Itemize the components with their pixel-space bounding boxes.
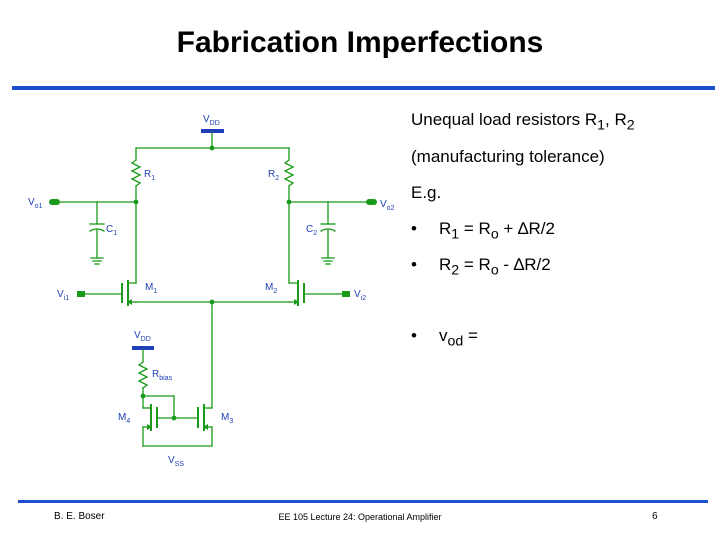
m2-arrow-icon bbox=[294, 299, 299, 305]
vdd-bias-label: V bbox=[134, 330, 141, 341]
note-line-resistors: Unequal load resistors R1, R2 bbox=[411, 110, 635, 134]
vdd-top-label: V bbox=[203, 114, 210, 125]
note-line-tolerance: (manufacturing tolerance) bbox=[411, 147, 605, 166]
c2-plate-bottom bbox=[320, 228, 336, 232]
vss-label: V bbox=[168, 455, 175, 466]
footer-page-number: 6 bbox=[652, 511, 658, 522]
footer-author: B. E. Boser bbox=[54, 511, 105, 522]
svg-text:R2: R2 bbox=[268, 169, 279, 182]
r2-resistor bbox=[283, 159, 295, 187]
svg-text:Rbias: Rbias bbox=[152, 369, 173, 382]
svg-text:M4: M4 bbox=[118, 412, 130, 425]
svg-text:C1: C1 bbox=[106, 224, 117, 237]
vi1-label: V bbox=[57, 289, 64, 300]
m3-label: M bbox=[221, 412, 229, 423]
title-divider bbox=[12, 86, 715, 90]
vo2-label: V bbox=[380, 199, 387, 210]
bullet-icon: • bbox=[411, 219, 417, 238]
r2-label: R bbox=[268, 169, 275, 180]
vo1-terminal bbox=[49, 199, 60, 205]
bullet-r1: •R1 = Ro + ∆R/2 bbox=[411, 219, 555, 243]
svg-text:M1: M1 bbox=[145, 282, 157, 295]
differential-amplifier-schematic: VDD R1 R2 Vo1 Vo2 C1 C2 M1 M2 Vi1 Vi2 VD… bbox=[28, 114, 395, 468]
vi2-label: V bbox=[354, 289, 361, 300]
svg-text:VSS: VSS bbox=[168, 455, 184, 468]
note-line-eg: E.g. bbox=[411, 183, 442, 202]
vi1-terminal bbox=[77, 291, 85, 297]
vo2-terminal bbox=[366, 199, 377, 205]
m4-label: M bbox=[118, 412, 126, 423]
m4-arrow-icon bbox=[147, 424, 152, 430]
footer-course: EE 105 Lecture 24: Operational Amplifier bbox=[278, 512, 442, 522]
slide-title: Fabrication Imperfections bbox=[176, 26, 544, 59]
rbias-resistor bbox=[137, 361, 149, 389]
c1-plate-bottom bbox=[89, 228, 105, 232]
m1-arrow-icon bbox=[127, 299, 132, 305]
svg-text:VDD: VDD bbox=[203, 114, 220, 127]
svg-text:Vo1: Vo1 bbox=[28, 197, 43, 210]
vi2-terminal bbox=[342, 291, 350, 297]
m1-label: M bbox=[145, 282, 153, 293]
vo1-label: V bbox=[28, 197, 35, 208]
svg-text:Vi2: Vi2 bbox=[354, 289, 366, 302]
svg-text:C2: C2 bbox=[306, 224, 317, 237]
svg-text:VDD: VDD bbox=[134, 330, 151, 343]
svg-text:R1: R1 bbox=[144, 169, 155, 182]
m3-arrow-icon bbox=[203, 424, 208, 430]
r1-resistor bbox=[130, 159, 142, 187]
bullet-icon: • bbox=[411, 255, 417, 274]
svg-text:M3: M3 bbox=[221, 412, 233, 425]
m2-label: M bbox=[265, 282, 273, 293]
bullet-icon: • bbox=[411, 326, 417, 345]
footer-divider bbox=[18, 500, 708, 503]
c2-label: C bbox=[306, 224, 313, 235]
svg-text:Vo2: Vo2 bbox=[380, 199, 395, 212]
bullet-vod: •vod = bbox=[411, 326, 478, 350]
r1-label: R bbox=[144, 169, 151, 180]
rbias-label: R bbox=[152, 369, 159, 380]
bullet-r2: •R2 = Ro - ∆R/2 bbox=[411, 255, 551, 279]
svg-text:M2: M2 bbox=[265, 282, 277, 295]
svg-text:Vi1: Vi1 bbox=[57, 289, 69, 302]
c1-label: C bbox=[106, 224, 113, 235]
